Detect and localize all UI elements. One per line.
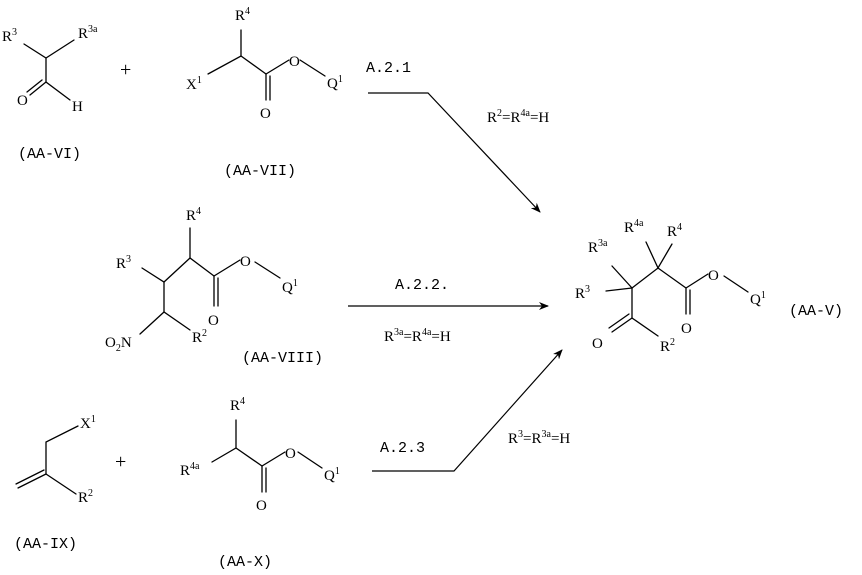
aa8-q1-label: Q1: [282, 278, 298, 296]
aa6-oxygen-label: O: [17, 93, 28, 109]
aa5-ester-oxygen-label: O: [708, 268, 719, 284]
aa6-r3a-label: R3a: [78, 24, 98, 42]
aa10-carbonyl-oxygen-label: O: [256, 498, 267, 514]
aa9-compound-name: (AA-IX): [14, 536, 77, 553]
aa5-carbonyl-oxygen-label: O: [681, 321, 692, 337]
aa10-r4a-label: R4a: [180, 461, 200, 479]
a23-condition: R3=R3a=H: [508, 429, 570, 447]
aa7-r4-label: R4: [235, 6, 250, 24]
aa10-ester-oxygen-label: O: [285, 446, 296, 462]
aa7-ester-oxygen-label: O: [289, 54, 300, 70]
compound-aa-x: R4 R4a O Q1 O (AA-X): [180, 396, 340, 571]
aa9-x1-label: X1: [80, 414, 96, 432]
aa5-r2-label: R2: [660, 337, 675, 355]
a23-label: A.2.3: [380, 440, 425, 457]
aa6-hydrogen-label: H: [72, 99, 83, 115]
compound-aa-ix: X1 R2 (AA-IX): [14, 414, 96, 553]
aa10-q1-label: Q1: [324, 466, 340, 484]
compound-aa-viii: R4 R3 O Q1 O O2N R2 (AA-VIII): [105, 206, 323, 367]
aa6-r3-label: R3: [2, 27, 17, 45]
reaction-arrow-a21: A.2.1 R2=R4a=H: [366, 60, 549, 212]
reaction-arrow-a22: A.2.2. R3a=R4a=H: [348, 277, 548, 345]
aa7-q1-label: Q1: [327, 74, 343, 92]
reaction-arrow-a23: A.2.3 R3=R3a=H: [372, 350, 570, 471]
aa5-r3-label: R3: [575, 284, 590, 302]
aa9-r2-label: R2: [78, 488, 93, 506]
aa8-r3-label: R3: [116, 254, 131, 272]
aa8-r2-label: R2: [192, 328, 207, 346]
aa7-x1-label: X1: [186, 75, 202, 93]
a22-condition: R3a=R4a=H: [384, 327, 451, 345]
compound-aa-v: R4a R4 R3a R3 O Q1 O O R2 (AA-V): [575, 218, 843, 355]
aa5-keto-oxygen-label: O: [592, 336, 603, 352]
compound-aa-vi: R3 R3a O H (AA-VI): [2, 24, 98, 163]
aa8-carbonyl-oxygen-label: O: [208, 313, 219, 329]
aa5-r3a-label: R3a: [588, 238, 608, 256]
aa5-q1-label: Q1: [750, 290, 766, 308]
aa5-r4a-label: R4a: [624, 218, 644, 236]
aa8-r4-label: R4: [186, 206, 201, 224]
aa7-carbonyl-oxygen-label: O: [260, 106, 271, 122]
aa8-ester-oxygen-label: O: [240, 254, 251, 270]
aa8-compound-name: (AA-VIII): [242, 350, 323, 367]
plus-sign-bottom: +: [115, 451, 126, 473]
aa7-compound-name: (AA-VII): [224, 163, 296, 180]
aa5-r4-label: R4: [667, 222, 682, 240]
aa10-compound-name: (AA-X): [218, 554, 272, 571]
aa10-r4-label: R4: [230, 396, 245, 414]
compound-aa-vii: R4 X1 O O Q1 (AA-VII): [186, 6, 343, 180]
a22-label: A.2.2.: [395, 277, 449, 294]
aa8-nitro-label: O2N: [105, 335, 132, 354]
plus-sign-top: +: [120, 59, 131, 81]
aa5-compound-name: (AA-V): [789, 303, 843, 320]
a21-label: A.2.1: [366, 60, 411, 77]
aa6-compound-name: (AA-VI): [18, 146, 81, 163]
a21-condition: R2=R4a=H: [487, 108, 549, 126]
